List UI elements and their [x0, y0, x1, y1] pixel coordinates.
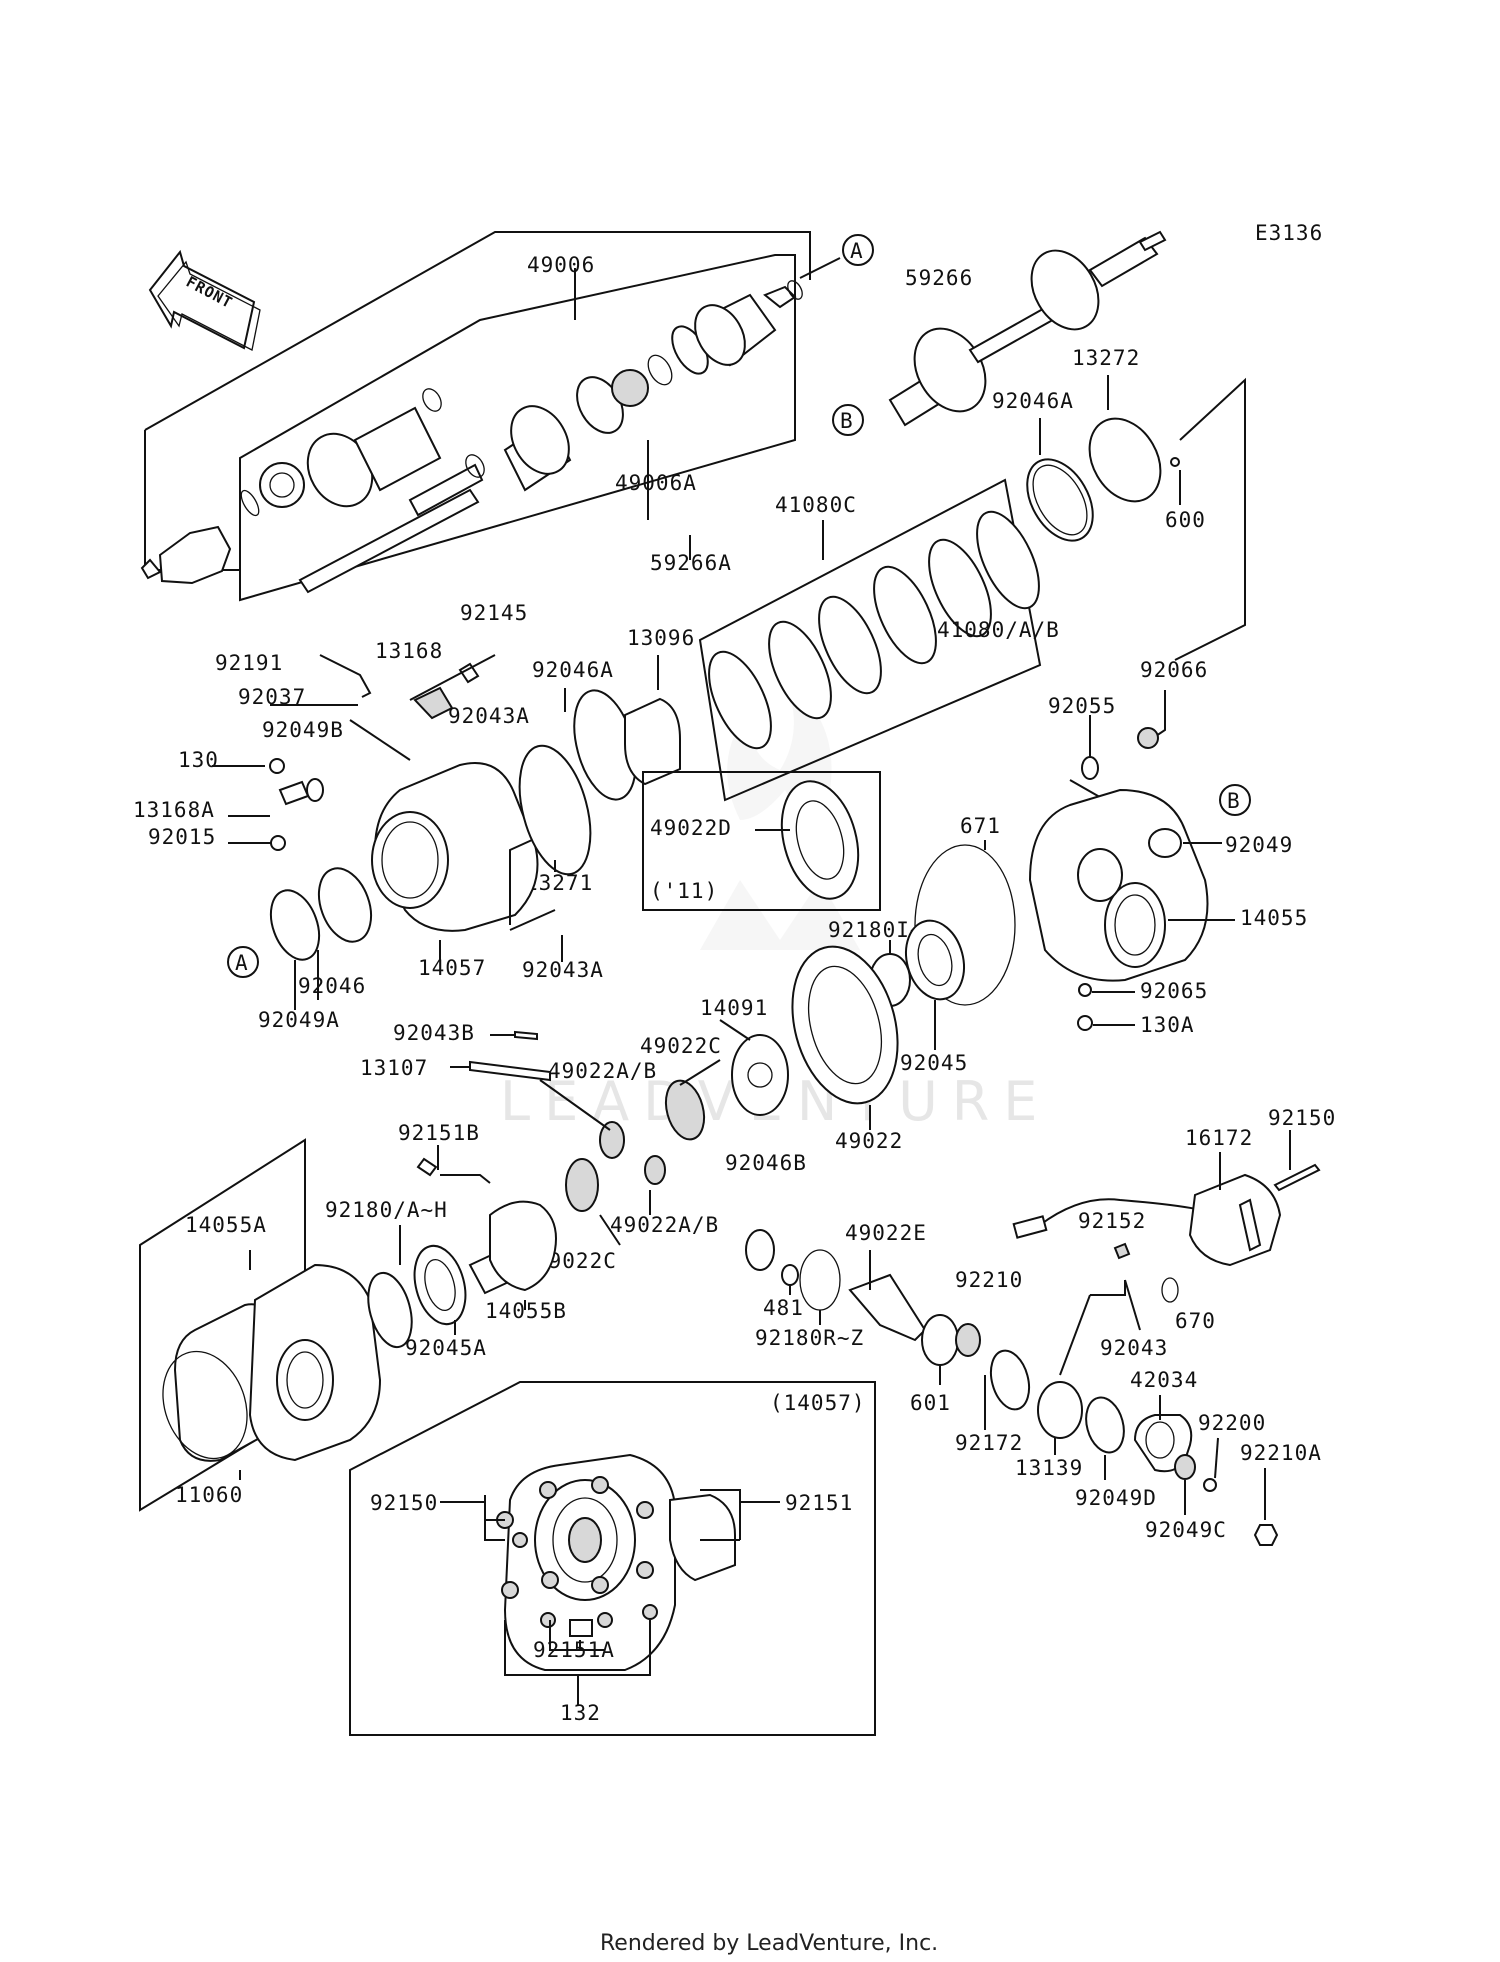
part-label-49022D: 49022D	[650, 816, 732, 840]
rear-axle-group	[888, 230, 1167, 427]
inset-14057-box	[349, 1381, 876, 1736]
connector-b-top-label: B	[840, 409, 854, 433]
connector-a-left-label: A	[235, 951, 249, 975]
part-label-13272: 13272	[1072, 346, 1140, 370]
part-label-13096: 13096	[627, 626, 695, 650]
shift-actuator-group	[1012, 1130, 1321, 1546]
part-label-92049B: 92049B	[262, 718, 344, 742]
part-label-49022E: 49022E	[845, 1221, 927, 1245]
part-label-49022A-B-top: 49022A/B	[548, 1059, 657, 1083]
footer-credit: Rendered by LeadVenture, Inc.	[600, 1931, 938, 1956]
part-label-92043B: 92043B	[393, 1021, 475, 1045]
part-label-92055: 92055	[1048, 694, 1116, 718]
part-label-49006: 49006	[527, 253, 595, 277]
part-label-59266A: 59266A	[650, 551, 732, 575]
part-label-130A: 130A	[1140, 1013, 1195, 1037]
part-label-600: 600	[1165, 508, 1206, 532]
part-label-132: 132	[560, 1701, 601, 1725]
part-label-92151B: 92151B	[398, 1121, 480, 1145]
part-label-481: 481	[763, 1296, 804, 1320]
part-label-41080-A-B: 41080/A/B	[937, 618, 1060, 642]
part-label-92065: 92065	[1140, 979, 1208, 1003]
part-label-14091: 14091	[700, 996, 768, 1020]
part-label-92043A-top: 92043A	[448, 704, 530, 728]
part-label-16172: 16172	[1185, 1126, 1253, 1150]
connector-a-left	[227, 946, 259, 978]
lower-left-group	[139, 1138, 1083, 1512]
connector-b-right-label: B	[1227, 789, 1241, 813]
diagram-code: E3136	[1255, 221, 1323, 245]
part-label-92046A-top: 92046A	[992, 389, 1074, 413]
part-label-92150-inset: 92150	[370, 1491, 438, 1515]
part-label-92180-A-H: 92180/A~H	[325, 1198, 448, 1222]
part-label-14055A: 14055A	[185, 1213, 267, 1237]
front-arrow-icon: FRONT	[148, 249, 261, 351]
part-label-92145: 92145	[460, 601, 528, 625]
connector-a-top-label: A	[850, 239, 864, 263]
part-label-92049D: 92049D	[1075, 1486, 1157, 1510]
part-label-13107: 13107	[360, 1056, 428, 1080]
part-label-92152: 92152	[1078, 1209, 1146, 1233]
part-label-92043: 92043	[1100, 1336, 1168, 1360]
part-label-49022: 49022	[835, 1129, 903, 1153]
part-label-92046B: 92046B	[725, 1151, 807, 1175]
part-label-92049: 92049	[1225, 833, 1293, 857]
part-label-92200: 92200	[1198, 1411, 1266, 1435]
part-label-670: 670	[1175, 1309, 1216, 1333]
part-label-14057: 14057	[418, 956, 486, 980]
part-label-42034: 42034	[1130, 1368, 1198, 1392]
part-label-92151A: 92151A	[533, 1638, 615, 1662]
part-label-92046A-mid: 92046A	[532, 658, 614, 682]
part-label-49006A: 49006A	[615, 471, 697, 495]
part-label-92150-top: 92150	[1268, 1106, 1336, 1130]
part-label-41080C: 41080C	[775, 493, 857, 517]
part-label-13168A: 13168A	[133, 798, 215, 822]
part-label-92046: 92046	[298, 974, 366, 998]
part-label-92066: 92066	[1140, 658, 1208, 682]
connector-a-top	[842, 234, 874, 266]
part-label-92151-inset: 92151	[785, 1491, 853, 1515]
part-label-92180R-Z: 92180R~Z	[755, 1326, 864, 1350]
part-label-13168: 13168	[375, 639, 443, 663]
part-label-92210A: 92210A	[1240, 1441, 1322, 1465]
housing-14055-group	[914, 690, 1235, 1031]
differential-gears-group	[450, 919, 965, 1159]
clutch-pack-group	[698, 478, 1042, 802]
connector-b-right	[1219, 784, 1251, 816]
connector-b-top	[832, 404, 864, 436]
year-note: ('11)	[650, 879, 718, 903]
housing-14057-group	[212, 654, 681, 1010]
part-label-92045: 92045	[900, 1051, 968, 1075]
part-label-92210: 92210	[955, 1268, 1023, 1292]
part-label-671: 671	[960, 814, 1001, 838]
part-label-92172: 92172	[955, 1431, 1023, 1455]
part-label-59266: 59266	[905, 266, 973, 290]
drive-shaft-group	[140, 231, 841, 602]
part-label-92049C: 92049C	[1145, 1518, 1227, 1542]
part-label-92045A: 92045A	[405, 1336, 487, 1360]
part-label-92191: 92191	[215, 651, 283, 675]
part-label-11060: 11060	[175, 1483, 243, 1507]
part-label-49022C-top: 49022C	[640, 1034, 722, 1058]
inset-title: (14057)	[770, 1391, 866, 1415]
part-label-130: 130	[178, 748, 219, 772]
part-label-49022A-B-bottom: 49022A/B	[610, 1213, 719, 1237]
year-box-49022D	[642, 771, 881, 911]
part-label-92049A: 92049A	[258, 1008, 340, 1032]
part-label-13139: 13139	[1015, 1456, 1083, 1480]
part-label-92015: 92015	[148, 825, 216, 849]
part-label-14055: 14055	[1240, 906, 1308, 930]
part-label-601: 601	[910, 1391, 951, 1415]
